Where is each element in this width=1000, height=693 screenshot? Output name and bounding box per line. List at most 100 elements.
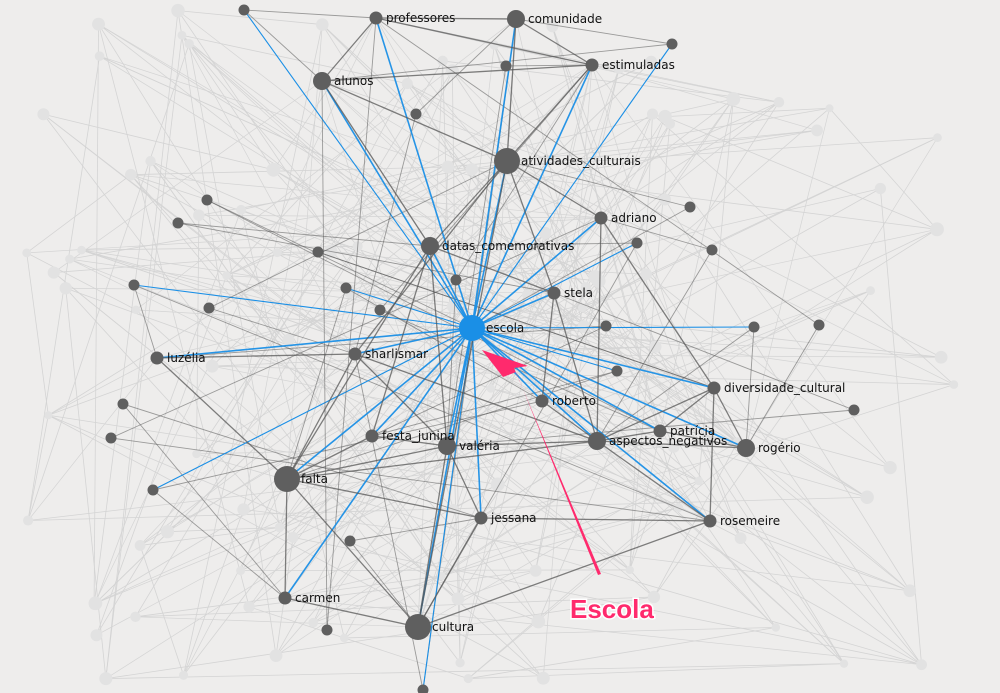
faded-edge bbox=[196, 215, 200, 454]
faded-node bbox=[916, 659, 928, 671]
network-node[interactable] bbox=[128, 279, 140, 291]
network-node[interactable] bbox=[105, 432, 117, 444]
escola-edge bbox=[471, 43, 673, 329]
network-node[interactable] bbox=[201, 194, 213, 206]
faded-edge bbox=[212, 365, 954, 385]
node-rosemeire[interactable] bbox=[703, 514, 717, 528]
network-edge bbox=[286, 445, 448, 480]
network-node[interactable] bbox=[600, 320, 612, 332]
node-escola[interactable] bbox=[459, 315, 485, 341]
faded-node bbox=[613, 62, 625, 74]
faded-edge bbox=[284, 507, 679, 599]
network-edge bbox=[417, 160, 508, 628]
faded-node bbox=[266, 162, 281, 177]
escola-edge bbox=[471, 327, 618, 372]
faded-node bbox=[90, 629, 103, 642]
network-edge bbox=[505, 64, 593, 67]
network-node[interactable] bbox=[611, 365, 623, 377]
network-node[interactable] bbox=[684, 201, 696, 213]
node-sharlismar[interactable] bbox=[348, 347, 362, 361]
network-edge bbox=[596, 440, 747, 449]
node-patricia[interactable] bbox=[653, 424, 667, 438]
faded-edge bbox=[65, 288, 107, 679]
network-node[interactable] bbox=[813, 319, 825, 331]
faded-edge bbox=[312, 381, 423, 623]
network-node[interactable] bbox=[321, 624, 333, 636]
network-node[interactable] bbox=[631, 237, 643, 249]
faded-edge bbox=[105, 663, 845, 680]
faded-edge bbox=[645, 274, 738, 443]
network-node[interactable] bbox=[748, 321, 760, 333]
network-node[interactable] bbox=[312, 246, 324, 258]
network-node[interactable] bbox=[238, 4, 250, 16]
node-professores[interactable] bbox=[369, 11, 383, 25]
network-node[interactable] bbox=[706, 244, 718, 256]
faded-node bbox=[646, 108, 659, 120]
node-valeria[interactable] bbox=[438, 437, 456, 455]
faded-node bbox=[903, 584, 917, 598]
node-diversidade-cultural[interactable] bbox=[707, 381, 721, 395]
node-falta[interactable] bbox=[274, 466, 300, 492]
network-node[interactable] bbox=[117, 398, 129, 410]
faded-edge bbox=[748, 384, 954, 452]
node-datas-comemorativas[interactable] bbox=[421, 237, 439, 255]
network-edge bbox=[286, 245, 431, 480]
faded-edge bbox=[99, 55, 480, 291]
network-edge bbox=[243, 9, 323, 82]
faded-edge bbox=[105, 35, 183, 679]
faded-edge bbox=[198, 214, 602, 219]
node-stela[interactable] bbox=[547, 286, 561, 300]
network-edge bbox=[515, 18, 593, 66]
network-edge bbox=[208, 307, 356, 355]
node-festa-junina[interactable] bbox=[365, 429, 379, 443]
faded-edge bbox=[446, 445, 536, 571]
node-atividades-culturais[interactable] bbox=[494, 148, 520, 174]
faded-node bbox=[441, 160, 455, 174]
faded-edge bbox=[226, 61, 652, 277]
node-rogerio[interactable] bbox=[737, 439, 755, 457]
node-jessana[interactable] bbox=[474, 511, 488, 525]
node-adriano[interactable] bbox=[594, 211, 608, 225]
network-node[interactable] bbox=[172, 217, 184, 229]
network-node[interactable] bbox=[666, 38, 678, 50]
network-edge bbox=[553, 292, 855, 411]
node-carmen[interactable] bbox=[278, 591, 292, 605]
faded-node bbox=[546, 20, 559, 33]
network-edge bbox=[446, 440, 598, 447]
nodes-layer bbox=[105, 4, 860, 693]
network-node[interactable] bbox=[344, 535, 356, 547]
network-node[interactable] bbox=[450, 274, 462, 286]
faded-edge bbox=[478, 289, 711, 522]
network-node[interactable] bbox=[203, 302, 215, 314]
faded-edge bbox=[591, 64, 709, 442]
node-roberto[interactable] bbox=[535, 394, 549, 408]
network-edge bbox=[600, 217, 713, 251]
faded-edge bbox=[468, 627, 776, 679]
faded-edge bbox=[441, 264, 647, 275]
network-node[interactable] bbox=[374, 304, 386, 316]
network-node[interactable] bbox=[500, 60, 512, 72]
faded-edge bbox=[212, 346, 656, 367]
network-node[interactable] bbox=[340, 282, 352, 294]
faded-node bbox=[577, 320, 591, 334]
node-cultura[interactable] bbox=[405, 614, 431, 640]
network-node[interactable] bbox=[848, 404, 860, 416]
network-edge bbox=[417, 520, 711, 628]
network-node[interactable] bbox=[410, 108, 422, 120]
network-edge bbox=[471, 206, 691, 329]
node-luzelia[interactable] bbox=[150, 351, 164, 365]
node-aspectos-negativos[interactable] bbox=[588, 432, 606, 450]
faded-edge bbox=[417, 60, 443, 628]
faded-edge bbox=[43, 113, 356, 355]
node-comunidade[interactable] bbox=[507, 10, 525, 28]
faded-node bbox=[65, 254, 75, 264]
faded-node bbox=[205, 359, 219, 373]
network-node[interactable] bbox=[417, 684, 429, 693]
node-estimuladas[interactable] bbox=[585, 58, 599, 72]
faded-edge bbox=[707, 441, 845, 664]
node-alunos[interactable] bbox=[313, 72, 331, 90]
escola-edge bbox=[471, 327, 711, 522]
network-edge bbox=[284, 478, 288, 599]
faded-node bbox=[866, 286, 875, 296]
network-node[interactable] bbox=[147, 484, 159, 496]
